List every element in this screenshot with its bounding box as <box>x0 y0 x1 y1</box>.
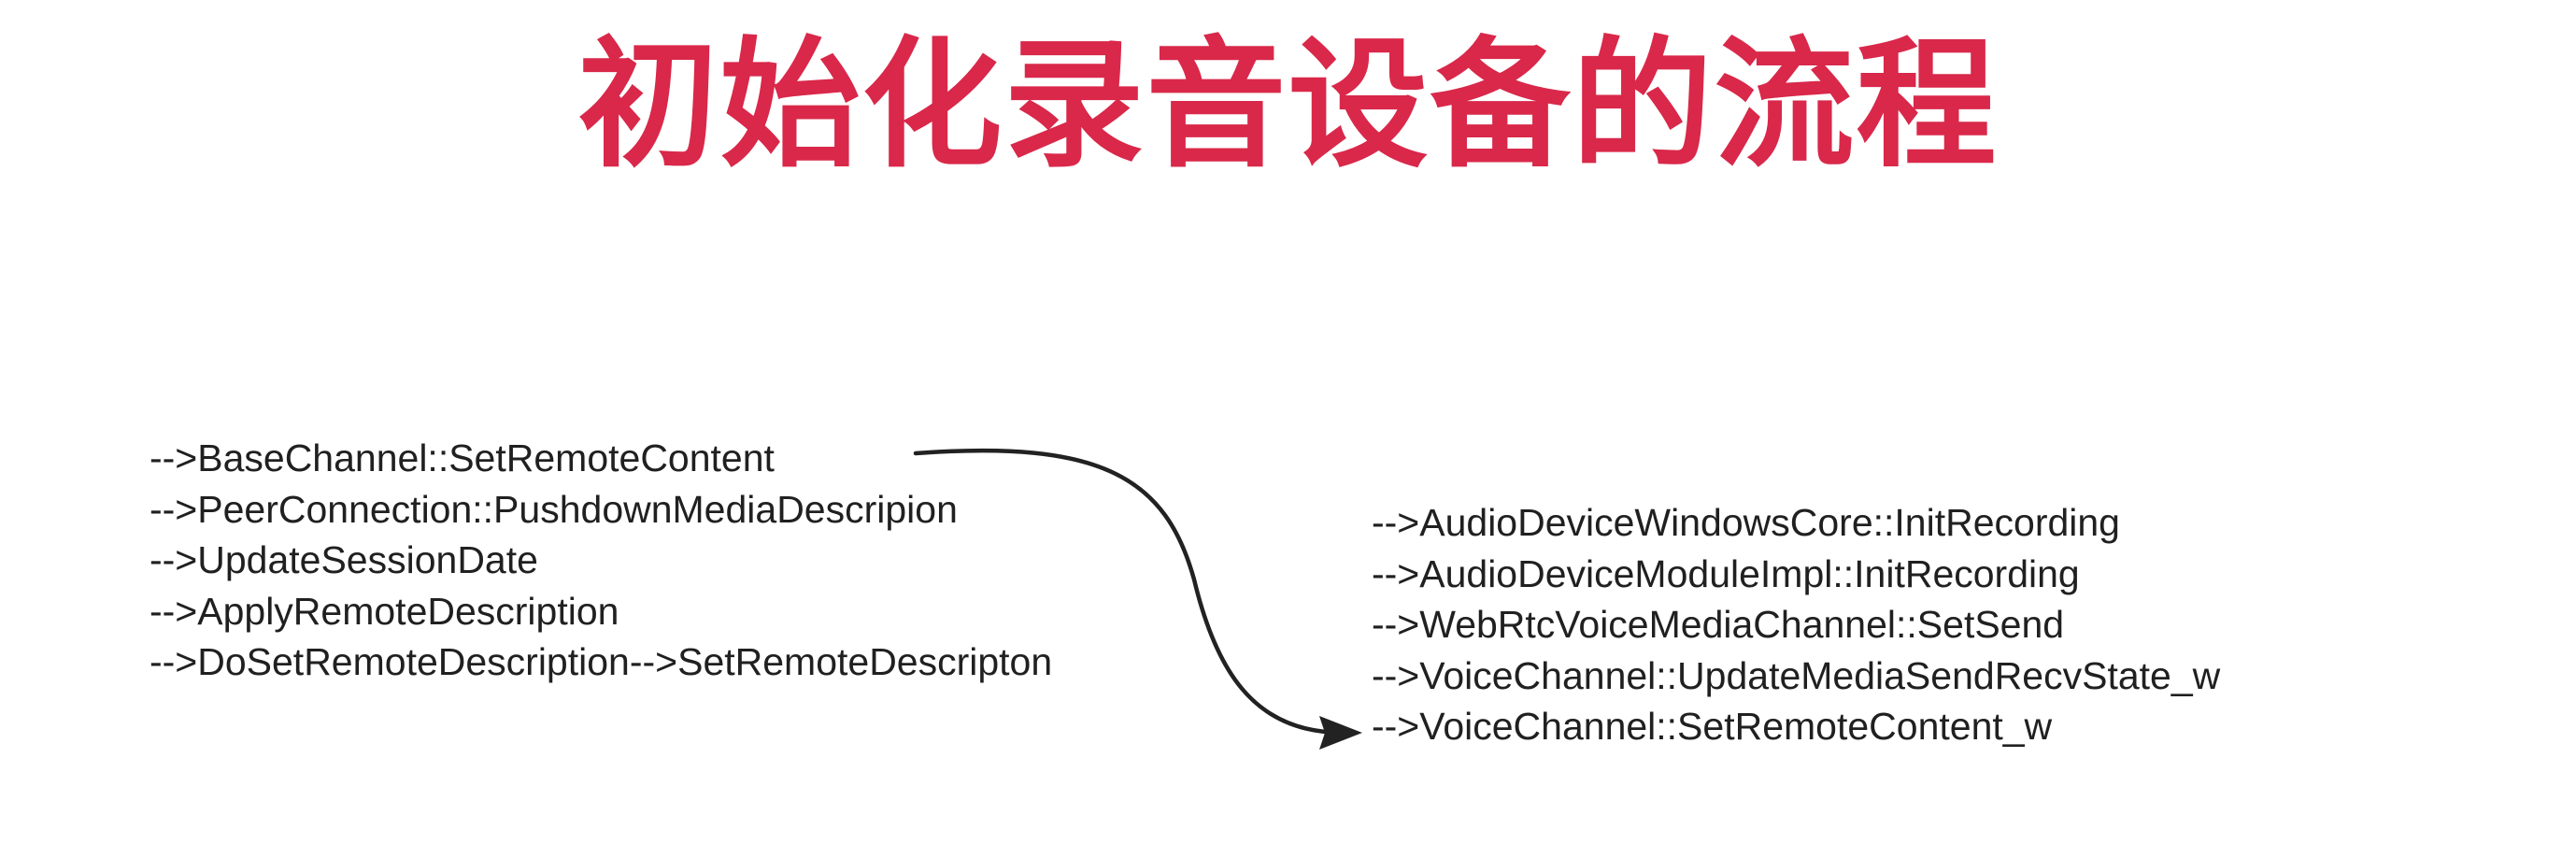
right-flow-step: -->VoiceChannel::SetRemoteContent_w <box>1372 705 2053 748</box>
left-flow-step: -->PeerConnection::PushdownMediaDescripi… <box>149 487 958 531</box>
diagram-title: 初始化录音设备的流程 <box>577 24 1999 187</box>
left-flow-step: -->BaseChannel::SetRemoteContent <box>149 436 775 479</box>
connector-arrowhead <box>1319 716 1362 750</box>
right-flow-column: -->AudioDeviceWindowsCore::InitRecording… <box>1372 497 2220 752</box>
right-flow-step: -->WebRtcVoiceMediaChannel::SetSend <box>1372 603 2065 646</box>
right-flow-step: -->AudioDeviceWindowsCore::InitRecording <box>1372 501 2120 544</box>
left-flow-step: -->DoSetRemoteDescription-->SetRemoteDes… <box>149 640 1053 683</box>
right-flow-step: -->AudioDeviceModuleImpl::InitRecording <box>1372 551 2080 595</box>
left-flow-step: -->UpdateSessionDate <box>149 538 538 581</box>
right-flow-step: -->VoiceChannel::UpdateMediaSendRecvStat… <box>1372 653 2221 697</box>
left-flow-step: -->ApplyRemoteDescription <box>149 589 619 633</box>
left-flow-column: -->BaseChannel::SetRemoteContent -->Peer… <box>149 433 1052 688</box>
